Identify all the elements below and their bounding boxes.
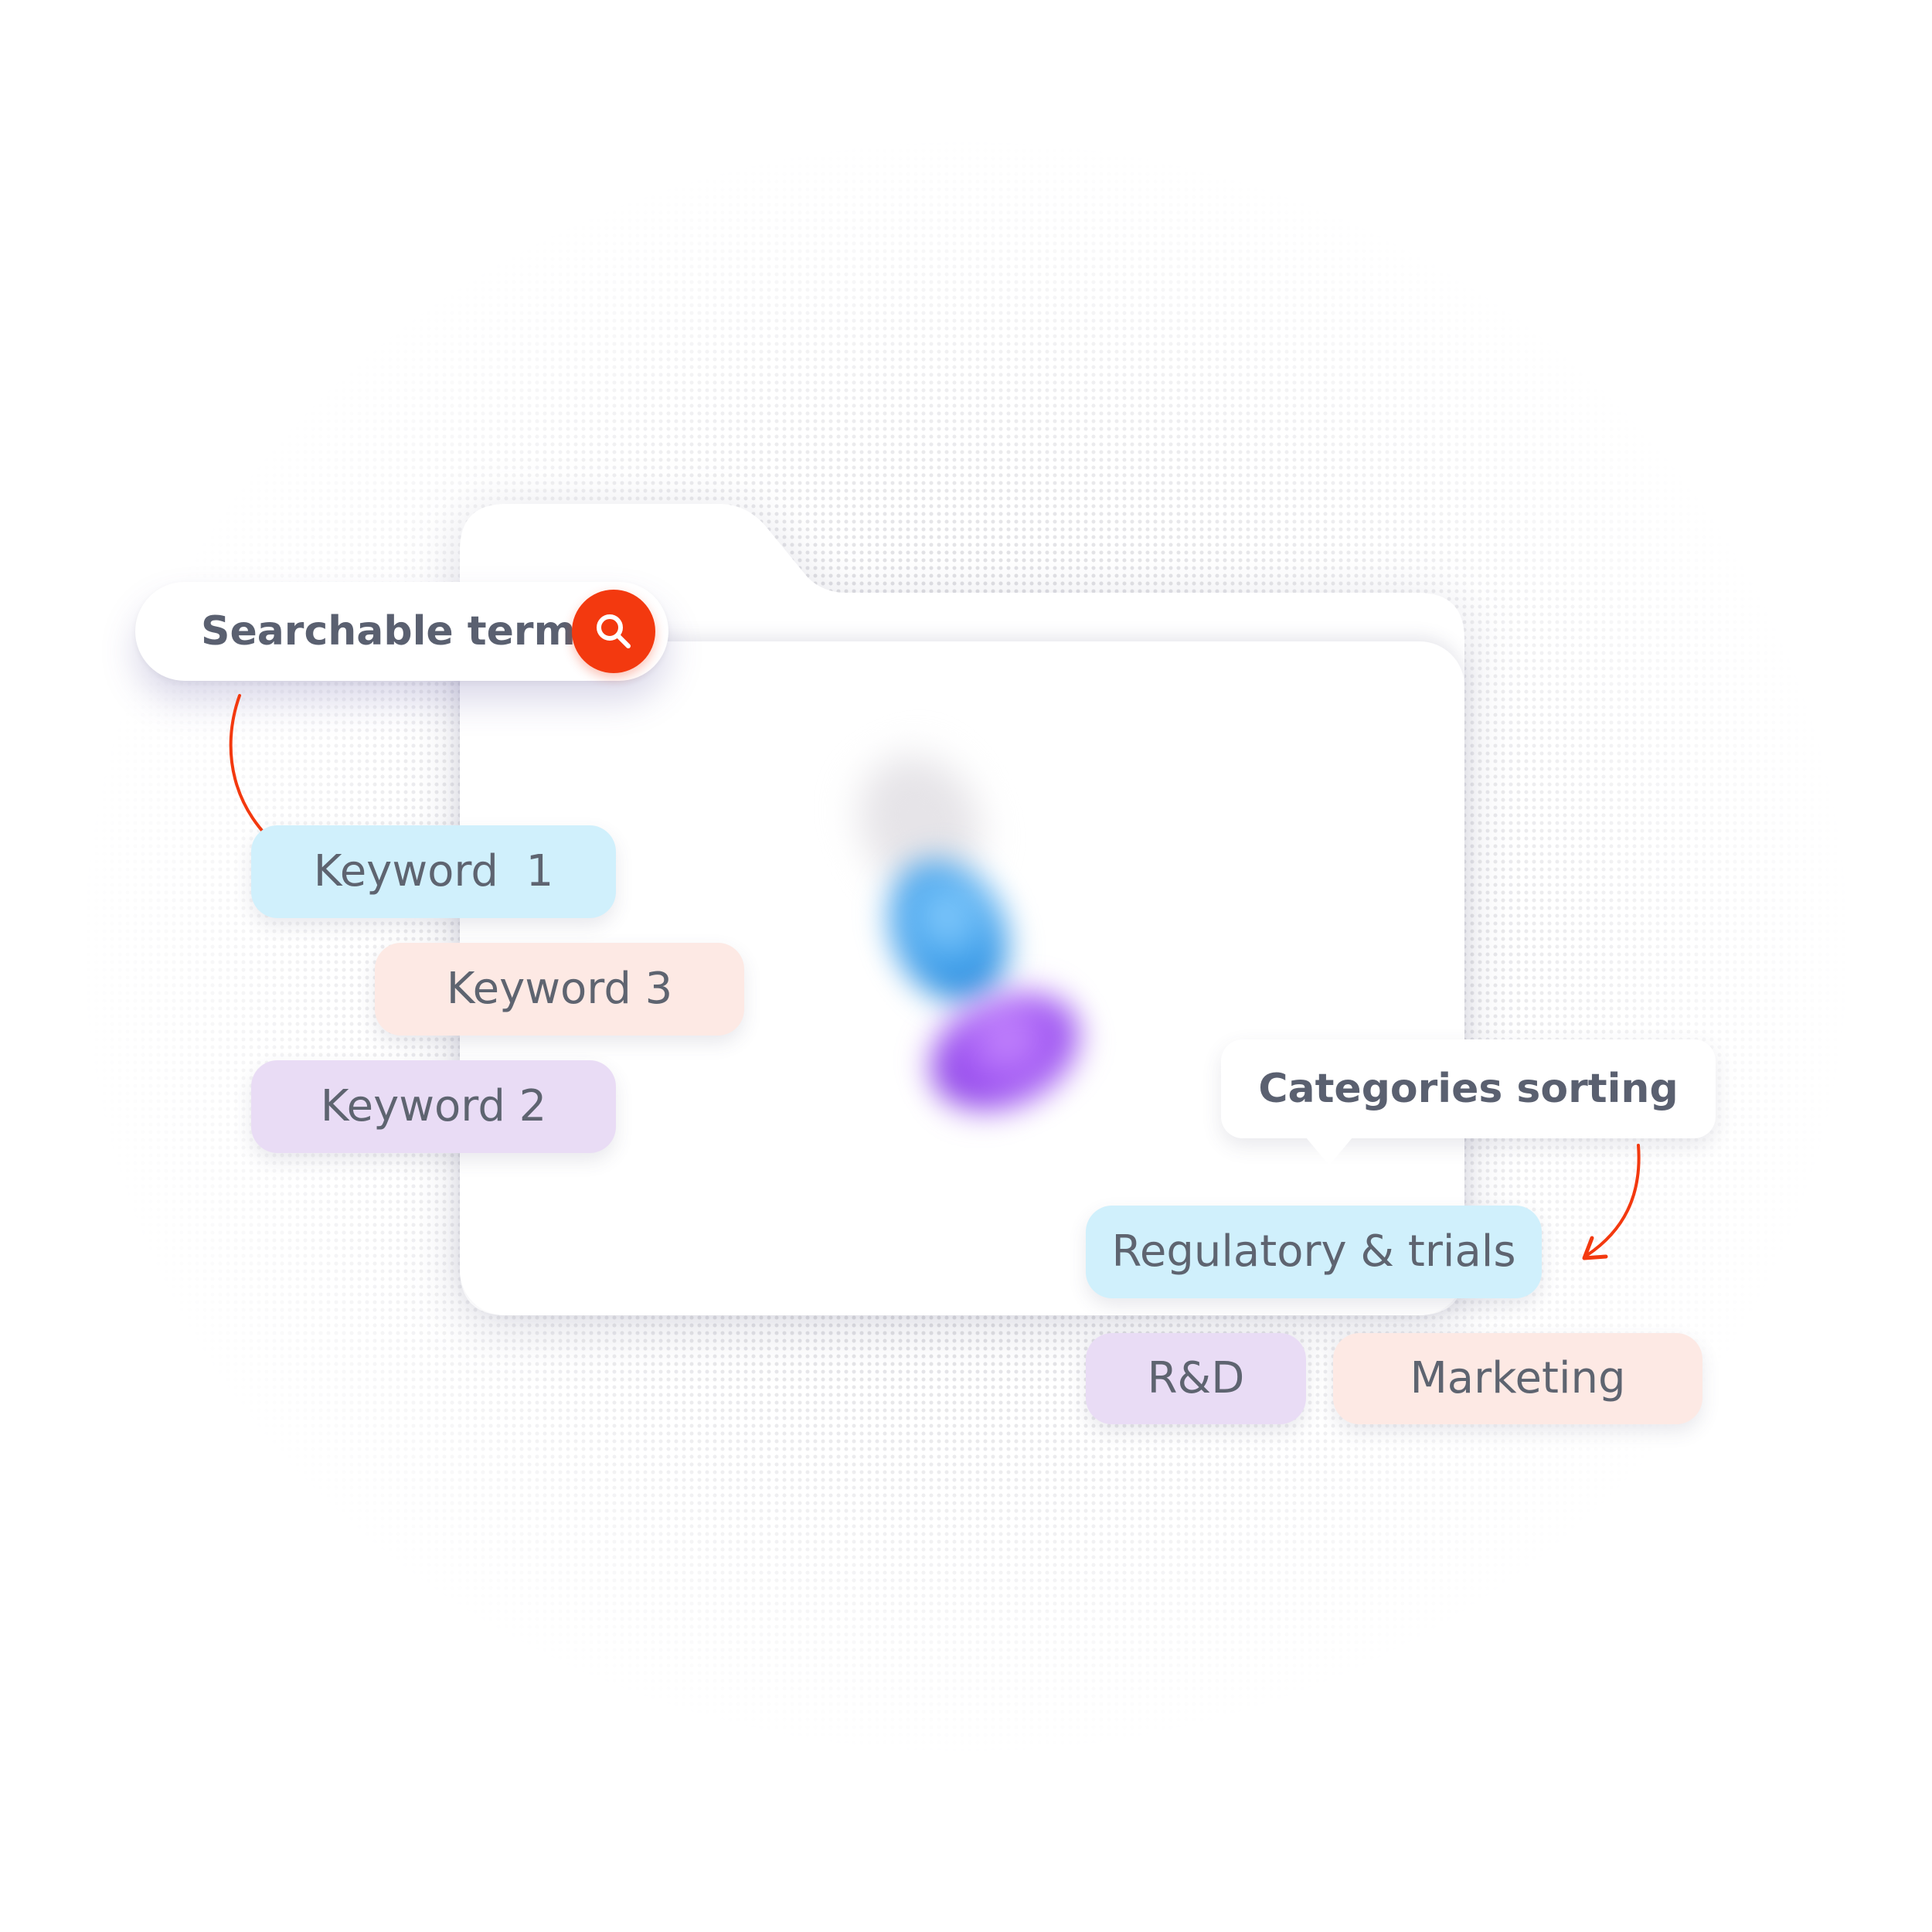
category-tag-label: Marketing xyxy=(1410,1353,1626,1403)
search-icon xyxy=(597,614,631,648)
category-tag-label: R&D xyxy=(1147,1353,1245,1403)
search-button[interactable] xyxy=(572,590,655,673)
categories-title: Categories sorting xyxy=(1258,1066,1679,1112)
keyword-tag-label: Keyword 2 xyxy=(320,1081,547,1131)
category-tag-label: Regulatory & trials xyxy=(1111,1226,1516,1277)
keyword-tag-1[interactable]: Keyword 1 xyxy=(251,825,616,918)
categories-callout: Categories sorting xyxy=(1221,1039,1716,1138)
arrow-callout-to-categories xyxy=(1582,1144,1641,1260)
category-tag-regulatory[interactable]: Regulatory & trials xyxy=(1086,1206,1542,1298)
keyword-tag-3[interactable]: Keyword 3 xyxy=(375,943,744,1036)
search-label: Searchable terms xyxy=(201,608,600,655)
keyword-tag-2[interactable]: Keyword 2 xyxy=(251,1060,616,1153)
keyword-tag-label: Keyword 1 xyxy=(313,846,554,896)
search-bar[interactable]: Searchable terms xyxy=(135,582,668,681)
category-tag-marketing[interactable]: Marketing xyxy=(1333,1333,1702,1424)
callout-tail xyxy=(1306,1138,1352,1165)
keyword-tag-label: Keyword 3 xyxy=(446,964,673,1014)
category-tag-rnd[interactable]: R&D xyxy=(1086,1333,1306,1424)
